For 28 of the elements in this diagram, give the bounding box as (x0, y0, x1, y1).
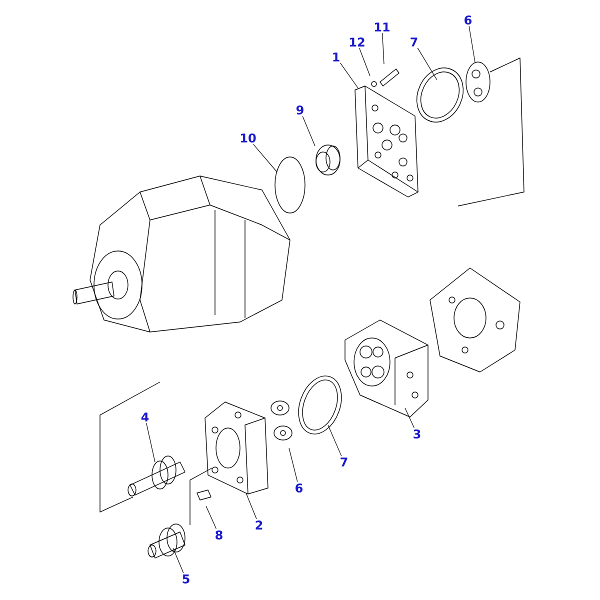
leader-line (340, 62, 358, 88)
callout-number: 2 (253, 519, 265, 531)
callout-number: 3 (411, 428, 423, 440)
callout-number: 7 (338, 456, 350, 468)
callout-number: 10 (238, 132, 258, 144)
leader-line (417, 48, 438, 80)
callout-number: 6 (462, 14, 474, 26)
leader-line (172, 548, 184, 574)
callout-number: 4 (139, 411, 151, 423)
leader-line (302, 116, 316, 146)
leader-line (246, 492, 257, 520)
leader-line (328, 424, 342, 456)
callout-number: 9 (294, 104, 306, 116)
leader-line (382, 32, 384, 64)
callout-number: 5 (180, 573, 192, 585)
callout-number: 11 (372, 21, 392, 33)
callout-number: 12 (347, 36, 367, 48)
leader-line (253, 144, 278, 172)
leader-line (468, 26, 476, 62)
callout-number: 1 (330, 51, 342, 63)
leader-line (359, 48, 370, 76)
callout-number: 7 (408, 36, 420, 48)
callout-number: 8 (213, 528, 225, 542)
leader-line (146, 422, 156, 462)
callout-number: 6 (293, 482, 305, 494)
leader-line (206, 506, 216, 530)
leader-line (288, 448, 298, 482)
leader-line (404, 408, 414, 428)
